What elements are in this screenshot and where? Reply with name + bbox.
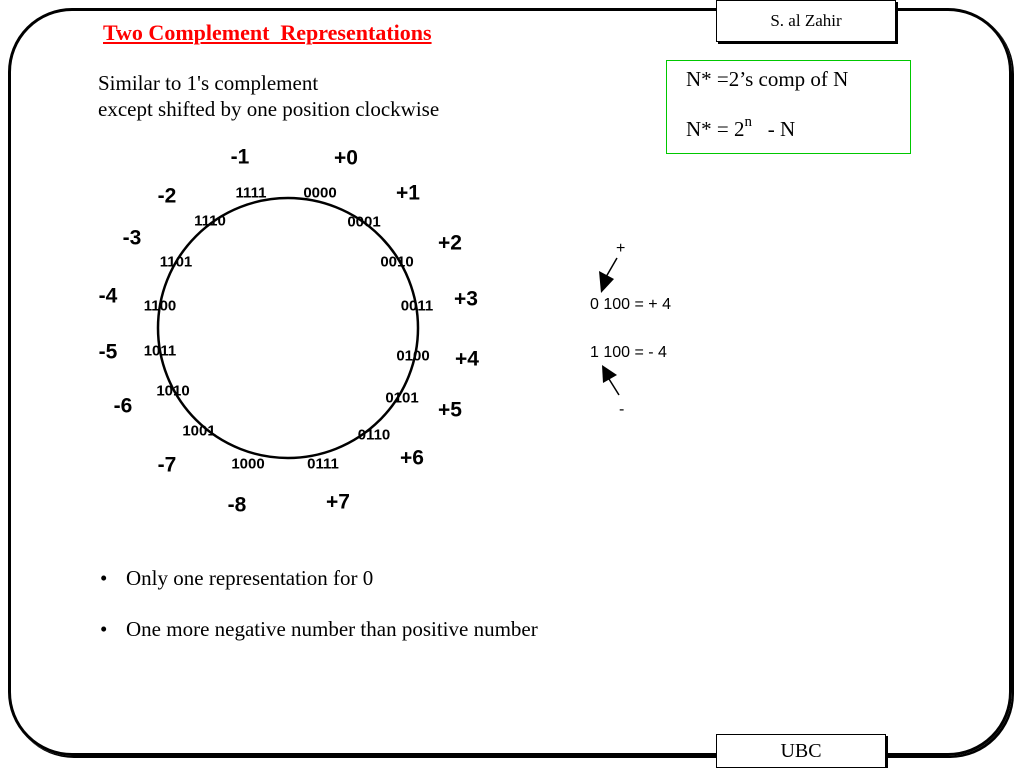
wheel-decimal-label: +0 [334,147,358,170]
wheel-decimal-label: +6 [400,447,424,470]
wheel-decimal-label: +2 [438,232,462,255]
wheel-binary-label: 1110 [194,213,226,230]
slide-frame [8,8,1012,756]
wheel-decimal-label: -4 [99,285,118,308]
wheel-decimal-label: +5 [438,399,462,422]
wheel-binary-label: 1111 [236,185,267,202]
wheel-binary-label: 1001 [182,423,215,440]
wheel-decimal-label: -6 [114,395,133,418]
bullet-text-1: Only one representation for 0 [126,566,374,590]
formula-exponent: n [744,114,753,130]
slide-title: Two Complement Representations [103,20,432,45]
wheel-binary-label: 1101 [160,254,193,271]
bullet-list: • Only one representation for 0 • One more… [100,566,538,668]
plus-sign: + [616,240,626,257]
plus-arrow-head [599,271,614,293]
bullet-text-2: One more negative number than positive n… [126,617,538,641]
minus-arrow-shaft [608,378,620,396]
wheel-decimal-label: +3 [454,288,478,311]
footer-box: UBC [716,734,886,768]
wheel-decimal-label: -5 [99,341,118,364]
footer-label: UBC [780,739,822,762]
wheel-decimal-label: -7 [158,454,177,477]
wheel-decimal-label: -3 [123,227,142,250]
author-box: S. al Zahir [716,0,896,42]
formula-definition: N* =2’s comp of N [686,67,849,91]
wheel-decimal-label: +7 [326,491,350,514]
wheel-binary-label: 0100 [396,348,429,365]
plus-arrow-shaft [605,257,618,278]
bullet-dot: • [100,566,108,590]
wheel-binary-label: 1000 [231,456,264,473]
wheel-binary-label: 0000 [303,185,336,202]
bullet-item-2: • One more negative number than positive … [100,617,538,668]
bullet-dot: • [100,617,108,641]
bullet-item-1: • Only one representation for 0 [100,566,538,617]
wheel-decimal-label: -2 [158,185,177,208]
wheel-binary-label: 1100 [144,298,177,315]
wheel-binary-label: 0011 [401,298,434,315]
wheel-decimal-label: -8 [228,494,247,517]
wheel-decimal-label: +4 [455,348,479,371]
wheel-binary-label: 0110 [358,427,391,444]
wheel-decimal-label: +1 [396,182,420,205]
wheel-binary-label: 0010 [380,254,413,271]
positive-example: 0 100 = + 4 [590,296,671,313]
wheel-labels: +0 +1 +2 +3 +4 +5 +6 +7 -8 -7 -6 -5 -4 -3 -2 -1 0000 0001… [99,146,480,517]
wheel-binary-label: 1011 [144,343,177,360]
formula-equation: N* = 2n - N [686,114,796,142]
minus-arrow-head [602,365,617,383]
wheel-decimal-label: -1 [231,146,250,169]
wheel-binary-label: 0111 [307,456,339,473]
negative-example: 1 100 = - 4 [590,344,667,361]
wheel-binary-label: 0101 [385,390,418,407]
subtitle-line-2: except shifted by one position clockwise [98,97,440,121]
wheel-binary-label: 1010 [156,383,189,400]
author-label: S. al Zahir [770,11,842,30]
formula-equation-suffix: - N [752,117,796,141]
wheel-circle [156,196,420,460]
formula-box: N* =2’s comp of N N* = 2n - N [666,60,911,154]
minus-sign: - [619,401,625,418]
wheel-binary-label: 0001 [347,214,380,231]
formula-equation-base: N* = 2 [686,117,745,141]
subtitle: Similar to 1's complement except shifted… [98,70,439,122]
subtitle-line-1: Similar to 1's complement [98,71,319,95]
